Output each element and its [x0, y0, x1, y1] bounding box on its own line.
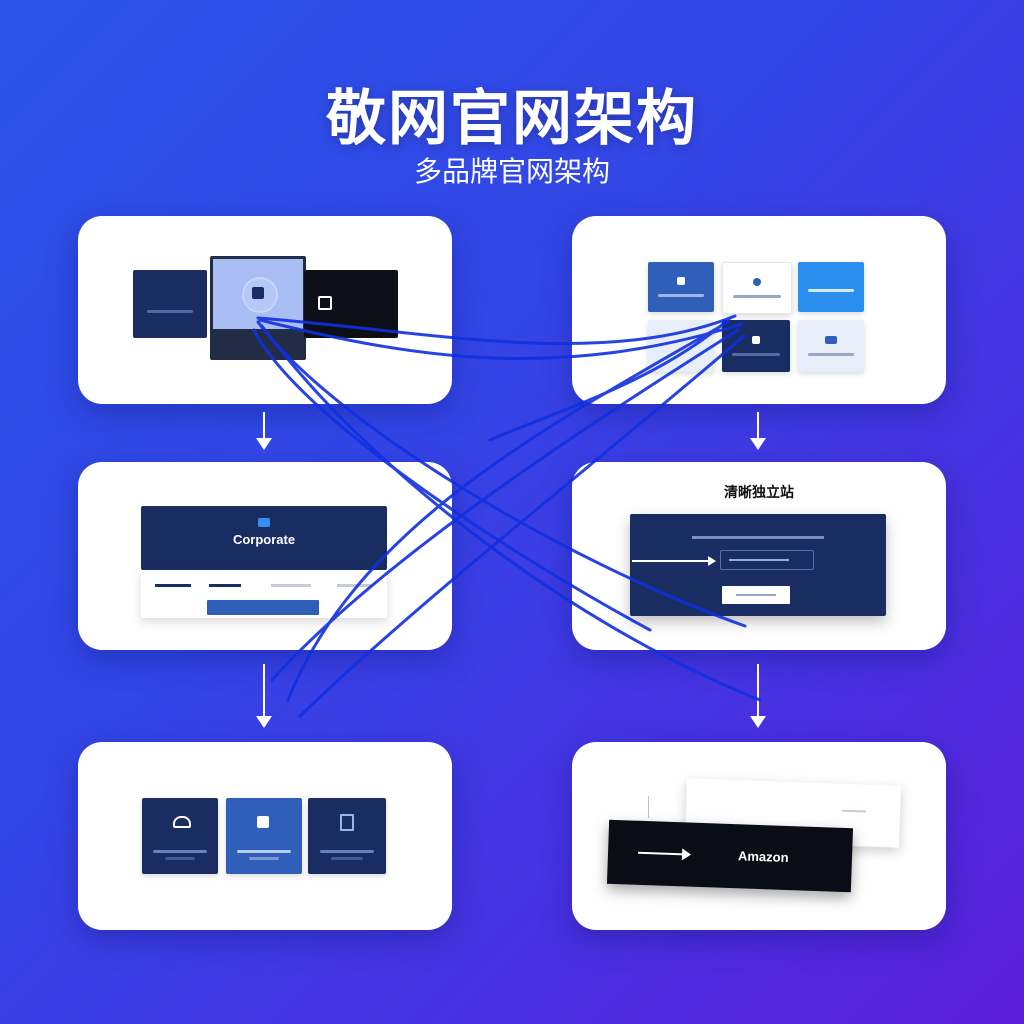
banner-title: Corporate	[232, 532, 296, 547]
bar-arrow	[638, 851, 685, 856]
site-input[interactable]	[720, 550, 814, 570]
grid-tile-5	[722, 320, 790, 372]
arrow-left-2	[256, 664, 272, 728]
grid-tile-3	[798, 262, 864, 312]
card-mid-right: 清晰独立站	[572, 462, 946, 650]
banner-icon	[258, 518, 270, 527]
grid-tile-4	[648, 320, 714, 372]
nav-strip	[141, 570, 387, 618]
arrow-right-2	[750, 664, 766, 728]
flow-arrow	[632, 560, 712, 562]
bar-text: Amazon	[737, 848, 789, 866]
site-panel	[630, 514, 886, 616]
feature-tile-cloud	[142, 798, 218, 874]
left-dark-panel	[133, 270, 207, 338]
card-heading: 清晰独立站	[724, 484, 794, 500]
feature-tile-center	[226, 798, 302, 874]
document-icon	[340, 814, 354, 831]
arrow-right-1	[750, 412, 766, 450]
card-mid-left: Corporate	[78, 462, 452, 650]
grid-tile-6	[798, 320, 864, 372]
card-top-left	[78, 216, 452, 404]
feature-tile-document	[308, 798, 386, 874]
panel-square-icon	[318, 296, 332, 310]
card-top-right	[572, 216, 946, 404]
card-bottom-right: Amazon	[572, 742, 946, 930]
grid-tile-1	[648, 262, 714, 312]
card-bottom-left	[78, 742, 452, 930]
diagram-title: 敬网官网架构	[326, 85, 698, 152]
site-button[interactable]	[722, 586, 790, 604]
grid-tile-2	[722, 262, 792, 314]
cta-button[interactable]	[207, 600, 319, 615]
diagram-subtitle: 多品牌官网架构	[413, 156, 610, 187]
cloud-icon	[173, 816, 191, 828]
monitor-screen-icon	[252, 287, 264, 299]
black-bar: Amazon	[606, 819, 854, 893]
corporate-banner: Corporate	[141, 506, 387, 570]
right-black-panel	[304, 270, 398, 338]
monitor	[210, 256, 306, 360]
arrow-left-1	[256, 412, 272, 450]
square-icon	[257, 816, 269, 828]
